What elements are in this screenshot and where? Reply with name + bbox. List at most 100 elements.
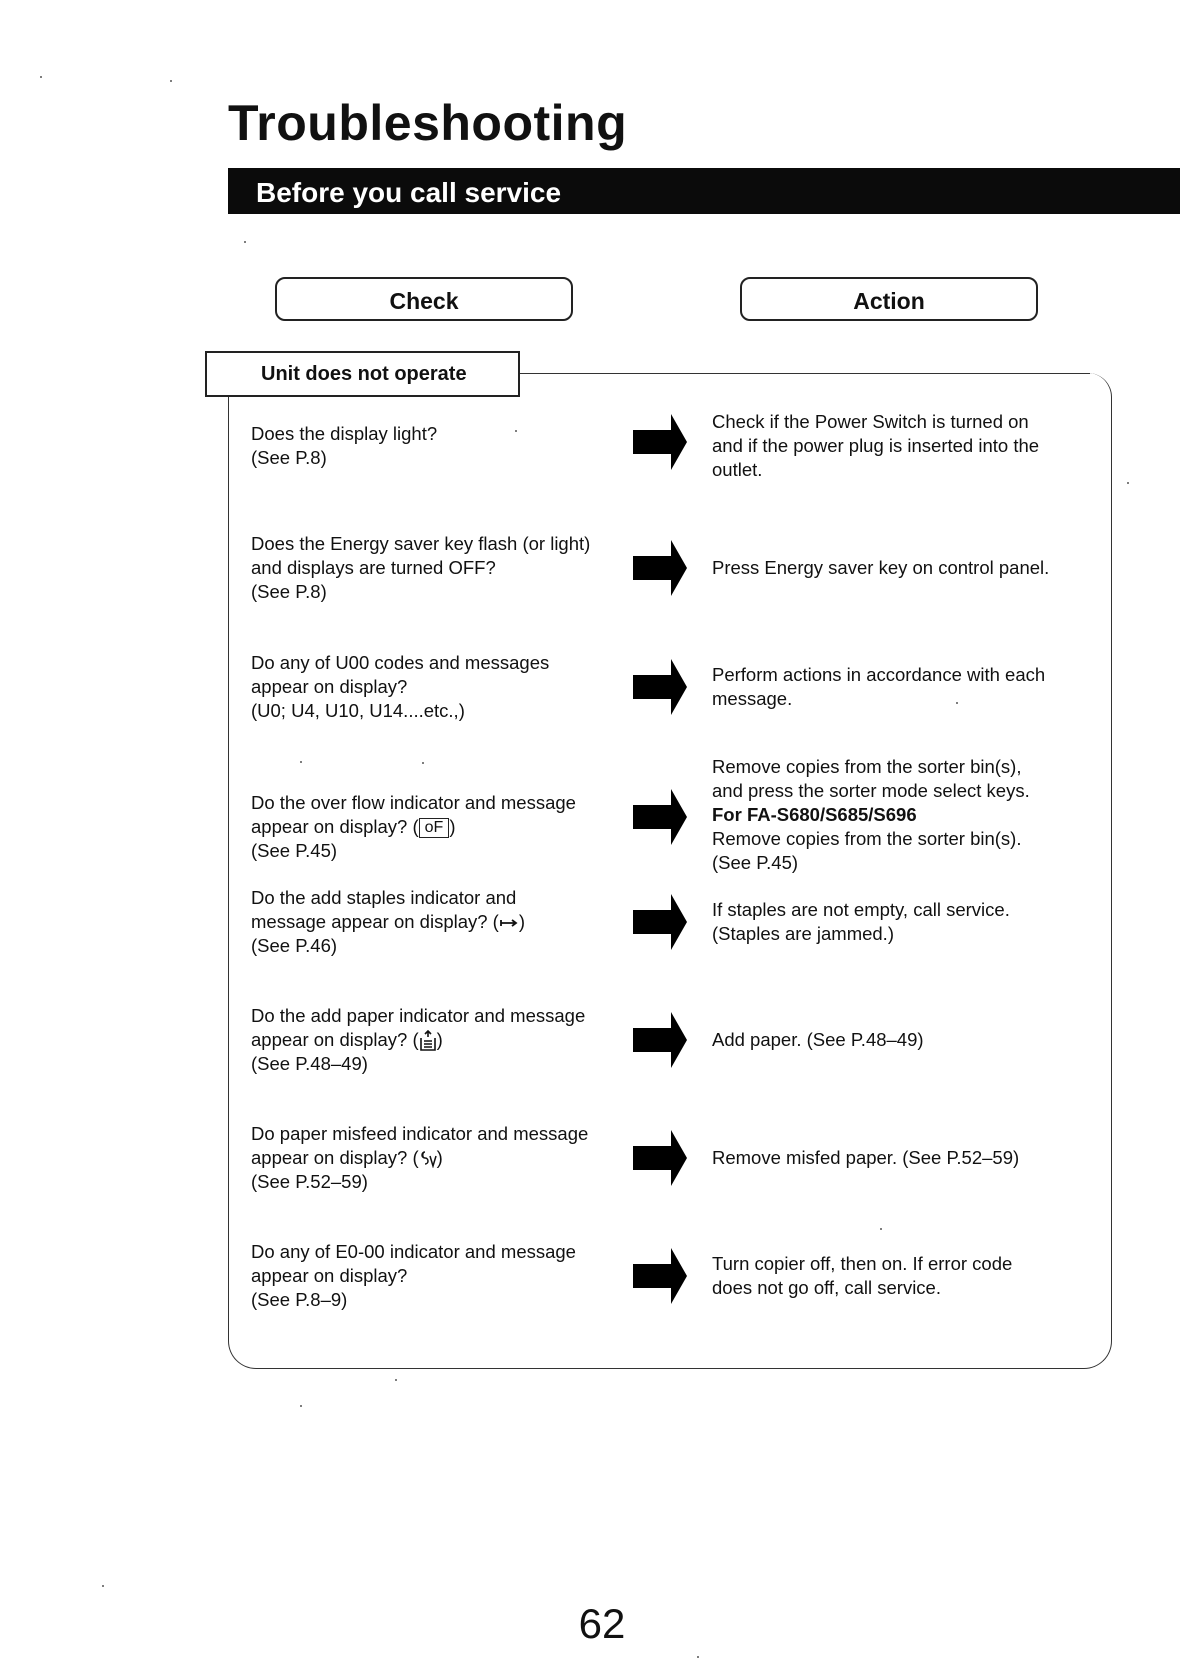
check-line: Do the add paper indicator and message [251, 1005, 586, 1026]
right-arrow-icon [633, 1130, 687, 1186]
scan-speck [515, 430, 517, 432]
check-text: Do the add paper indicator and message a… [251, 1004, 631, 1076]
section-frame [228, 373, 1112, 1369]
model-label: For FA-S680/S685/S696 [712, 804, 917, 825]
check-text: Do any of U00 codes and messages appear … [251, 651, 631, 723]
scan-speck [1127, 482, 1129, 484]
right-arrow-icon [633, 414, 687, 470]
check-line: and displays are turned OFF? [251, 557, 496, 578]
right-arrow-icon [633, 1248, 687, 1304]
check-line: (U0; U4, U10, U14....etc.,) [251, 700, 465, 721]
action-line: message. [712, 688, 793, 709]
right-arrow-icon [633, 659, 687, 715]
check-line: Do any of E0-00 indicator and message [251, 1241, 576, 1262]
scan-speck [422, 762, 424, 764]
check-line-text: appear on display? ( [251, 1147, 419, 1168]
action-line: Perform actions in accordance with each [712, 664, 1046, 685]
scan-speck [880, 1228, 882, 1230]
action-text: Remove misfed paper. (See P.52–59) [712, 1146, 1082, 1170]
action-text: Turn copier off, then on. If error code … [712, 1252, 1082, 1300]
action-line: (Staples are jammed.) [712, 923, 894, 944]
scan-speck [170, 80, 172, 82]
check-line: (See P.48–49) [251, 1053, 368, 1075]
scan-speck [300, 761, 302, 763]
check-text: Do the over flow indicator and message a… [251, 791, 631, 863]
scan-speck [102, 1585, 104, 1587]
action-line: (See P.45) [712, 852, 799, 873]
action-line: Remove copies from the sorter bin(s). [712, 828, 1022, 849]
action-text: Add paper. (See P.48–49) [712, 1028, 1082, 1052]
check-line: (See P.8) [251, 447, 327, 468]
check-text: Do the add staples indicator and message… [251, 886, 631, 958]
action-line: Remove copies from the sorter bin(s), [712, 756, 1022, 777]
scan-speck [300, 1405, 302, 1407]
action-line: and press the sorter mode select keys. [712, 780, 1030, 801]
check-line-text: ) [518, 911, 526, 932]
action-line: and if the power plug is inserted into t… [712, 435, 1040, 456]
action-line: Add paper. (See P.48–49) [712, 1029, 924, 1050]
check-line: (See P.46) [251, 935, 338, 956]
check-line: Does the Energy saver key flash (or ligh… [251, 533, 591, 554]
section-frame-top-border [520, 373, 1090, 374]
action-text: Remove copies from the sorter bin(s), an… [712, 755, 1082, 875]
check-text: Does the Energy saver key flash (or ligh… [251, 532, 631, 604]
scan-speck [244, 241, 246, 243]
action-text: If staples are not empty, call service. … [712, 898, 1082, 946]
action-line: If staples are not empty, call service. [712, 899, 1010, 920]
check-line-text: message appear on display? ( [251, 911, 499, 932]
banner-title: Before you call service [256, 177, 562, 208]
section-title: Unit does not operate [261, 363, 467, 385]
check-line: Do paper misfeed indicator and message [251, 1123, 589, 1144]
check-column-header: Check [275, 277, 573, 321]
action-column-header: Action [740, 277, 1038, 321]
scan-speck [956, 702, 958, 704]
check-line: (See P.45) [251, 840, 338, 861]
check-line: message appear on display? () [251, 910, 631, 934]
action-line: For FA-S680/S685/S696 [712, 803, 1082, 827]
check-line: appear on display? (oF) [251, 815, 631, 839]
check-line: (See P.8) [251, 581, 327, 602]
action-line: Press Energy saver key on control panel. [712, 557, 1050, 578]
check-line: appear on display? [251, 1265, 408, 1286]
check-line-text: ) [436, 1029, 443, 1050]
paper-misfeed-icon [420, 1151, 437, 1169]
check-line: appear on display? () [251, 1028, 631, 1052]
check-line: (See P.8–9) [251, 1289, 348, 1310]
right-arrow-icon [633, 540, 687, 596]
page-title: Troubleshooting [228, 95, 628, 151]
action-text: Press Energy saver key on control panel. [712, 556, 1082, 580]
scan-speck [395, 1379, 397, 1381]
check-line-text: appear on display? ( [251, 816, 419, 837]
check-line: appear on display? () [251, 1146, 631, 1170]
check-line: Do the add staples indicator and [251, 887, 517, 908]
add-paper-icon [419, 1030, 436, 1051]
action-line: outlet. [712, 459, 763, 480]
check-line: (See P.52–59) [251, 1171, 368, 1192]
check-line: Do any of U00 codes and messages [251, 652, 550, 673]
check-text: Do any of E0-00 indicator and message ap… [251, 1240, 631, 1312]
page-number: 62 [578, 1600, 626, 1647]
check-line: Does the display light? [251, 423, 438, 444]
check-text: Do paper misfeed indicator and message a… [251, 1122, 631, 1194]
check-text: Does the display light? (See P.8) [251, 422, 631, 470]
check-line: appear on display? [251, 676, 408, 697]
right-arrow-icon [633, 894, 687, 950]
section-label-box: Unit does not operate [205, 351, 520, 397]
action-line: Check if the Power Switch is turned on [712, 411, 1029, 432]
right-arrow-icon [633, 789, 687, 845]
action-text: Check if the Power Switch is turned on a… [712, 410, 1082, 482]
right-arrow-icon [633, 1012, 687, 1068]
overflow-indicator-icon: oF [418, 818, 450, 839]
action-line: Turn copier off, then on. If error code [712, 1253, 1013, 1274]
staple-icon [499, 919, 518, 927]
scan-speck [40, 76, 42, 78]
check-line: Do the over flow indicator and message [251, 792, 576, 813]
action-text: Perform actions in accordance with each … [712, 663, 1082, 711]
check-line-text: appear on display? ( [251, 1029, 419, 1050]
section-banner: Before you call service [228, 168, 1180, 214]
scan-speck [697, 1656, 699, 1658]
check-line-text: ) [436, 1147, 443, 1168]
action-line: does not go off, call service. [712, 1277, 941, 1298]
action-line: Remove misfed paper. (See P.52–59) [712, 1147, 1020, 1168]
check-line-text: ) [449, 816, 456, 837]
